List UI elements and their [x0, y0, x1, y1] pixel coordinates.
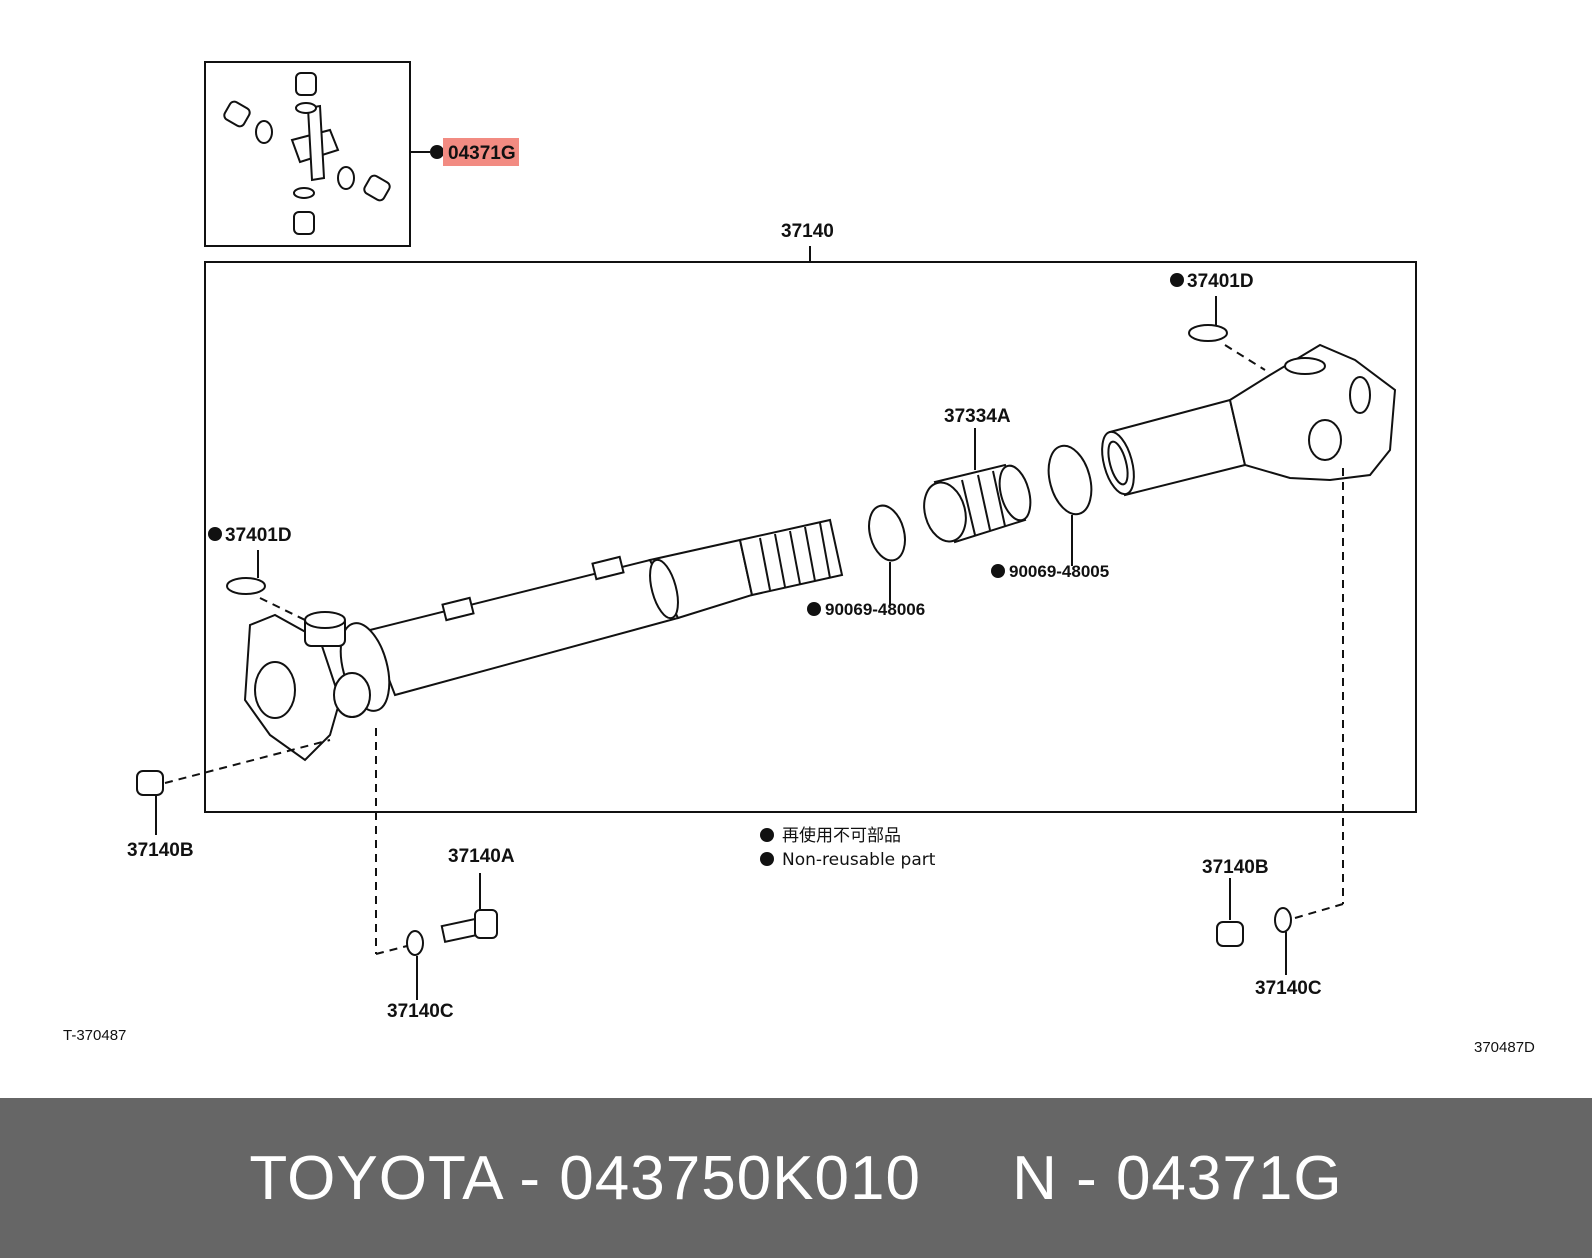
boot-drawing [923, 463, 1032, 544]
callout-37140A[interactable]: 37140A [448, 846, 515, 867]
non-reusable-dot [430, 145, 444, 159]
callout-90069-48005[interactable]: 90069-48005 [1009, 562, 1109, 581]
nut-right [1216, 921, 1244, 947]
callout-37140C-left[interactable]: 37140C [387, 1001, 454, 1022]
spider-kit-drawing [223, 72, 391, 235]
callout-37140B-right[interactable]: 37140B [1202, 857, 1269, 878]
clamp-left [868, 504, 906, 562]
footer-bar: TOYOTA - 043750K010 N - 04371G [0, 1098, 1592, 1258]
code-right: 370487D [1474, 1039, 1535, 1056]
nut-left [136, 770, 164, 796]
propeller-shaft-drawing [243, 343, 1397, 762]
legend-jp: 再使用不可部品 [782, 825, 901, 846]
callout-90069-48006[interactable]: 90069-48006 [825, 600, 925, 619]
legend-en: Non-reusable part [782, 850, 936, 870]
callout-37140C-right[interactable]: 37140C [1255, 978, 1322, 999]
washer-right [1274, 907, 1292, 933]
callout-37401D-left[interactable]: 37401D [225, 525, 292, 546]
callout-04371G[interactable]: 04371G [448, 143, 516, 164]
footer-part-number: TOYOTA - 043750K010 N - 04371G [249, 1143, 1343, 1213]
code-left: T-370487 [63, 1027, 126, 1044]
callout-37140[interactable]: 37140 [781, 221, 834, 242]
callout-37140B-left[interactable]: 37140B [127, 840, 194, 861]
parts-diagram: 04371G 37140 90069-48006 [63, 61, 1535, 1056]
spider-kit-box [204, 61, 411, 247]
clamp-right [1047, 444, 1093, 516]
bolt-drawing [440, 909, 498, 943]
callout-37334A[interactable]: 37334A [944, 406, 1011, 427]
washer-left [406, 930, 424, 956]
snap-ring-left [226, 577, 266, 595]
snap-ring-right [1188, 324, 1228, 342]
callout-37401D-right[interactable]: 37401D [1187, 271, 1254, 292]
highlight-box [443, 138, 519, 166]
